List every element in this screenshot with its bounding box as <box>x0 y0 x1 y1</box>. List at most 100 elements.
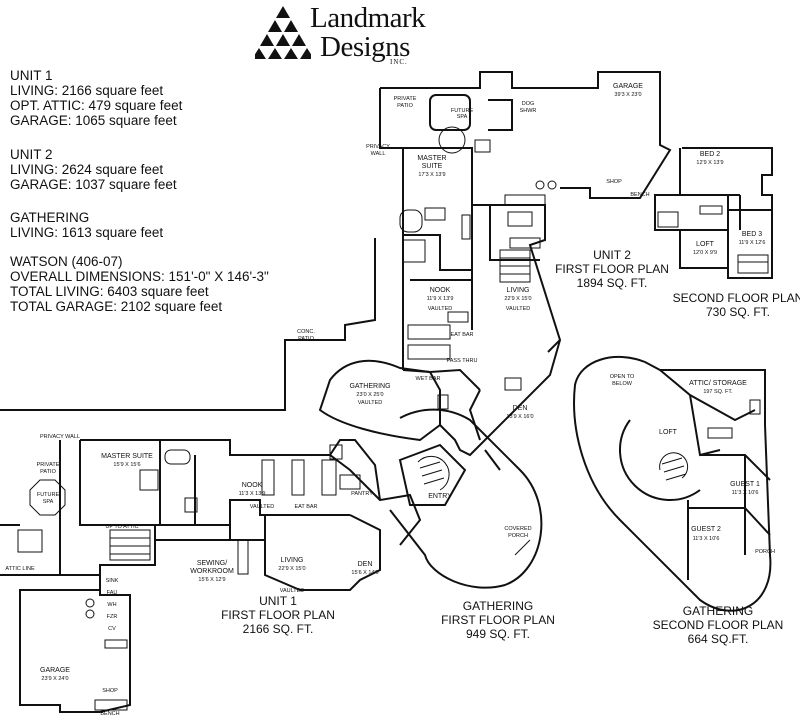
attic-storage-label: ATTIC/ STORAGE <box>689 380 747 387</box>
master-u2-label-2: SUITE <box>422 163 443 170</box>
gathering-room-label: GATHERING <box>349 383 390 390</box>
landmark-logo-icon <box>255 6 311 59</box>
plan-unit2-line3: 1894 SQ. FT. <box>577 276 648 290</box>
private-patio-left-1: PRIVATE <box>37 462 60 468</box>
master-u1-dims: 15'9 X 15'6 <box>113 462 140 468</box>
plan-unit1-line3: 2166 SQ. FT. <box>243 622 314 636</box>
plan-gathering1-line1: GATHERING <box>463 599 533 613</box>
unit2-info: UNIT 2 LIVING: 2624 square feet GARAGE: … <box>10 147 177 192</box>
nook-u1-vaulted: VAULTED <box>250 504 275 510</box>
eat-bar-u2-label: EAT BAR <box>450 332 473 338</box>
living-u1-vaulted: VAULTED <box>280 588 305 594</box>
open-below-1: OPEN TO <box>610 374 635 380</box>
unit1-title: UNIT 1 <box>10 68 53 83</box>
garage-u2-label: GARAGE <box>613 83 643 90</box>
private-patio-left-2: PATIO <box>40 469 56 475</box>
living-u2-label: LIVING <box>507 287 530 294</box>
gathering-room-dims: 23'0 X 25'0 <box>356 392 383 398</box>
conc-patio-1: CONC. <box>297 329 315 335</box>
unit2-title: UNIT 2 <box>10 147 53 162</box>
watson-total-garage: TOTAL GARAGE: 2102 square feet <box>10 299 223 314</box>
utility-fau: FAU <box>107 590 118 596</box>
brand-line-2: Designs <box>320 31 410 63</box>
private-patio-top-1: PRIVATE <box>394 96 417 102</box>
guest1-label: GUEST 1 <box>730 481 760 488</box>
conc-patio-2: PATIO <box>298 336 314 342</box>
up-to-attic-label: UP TO ATTIC <box>105 524 138 530</box>
plan-unit2-line2: FIRST FLOOR PLAN <box>555 262 669 276</box>
nook-u2-vaulted: VAULTED <box>428 306 453 312</box>
gathering-info: GATHERING LIVING: 1613 square feet <box>10 210 163 240</box>
open-below-2: BELOW <box>612 381 633 387</box>
den-u1-dims: 15'6 X 14'6 <box>351 570 378 576</box>
bed3-dims: 11'9 X 12'6 <box>739 240 766 246</box>
unit2-second-floor-fixtures <box>657 205 769 274</box>
utility-cv: CV <box>108 626 116 632</box>
garage-u2-dims: 39'3 X 23'0 <box>614 92 641 98</box>
bench-u2-label: BENCH <box>630 192 649 198</box>
master-u1-label: MASTER SUITE <box>101 453 153 460</box>
loft-u2-label: LOFT <box>696 241 715 248</box>
dog-shwr-2: SHWR <box>520 108 537 114</box>
plan-gathering1-line2: FIRST FLOOR PLAN <box>441 613 555 627</box>
attic-line-label: ATTIC LINE <box>5 566 35 572</box>
plan-unit1-line2: FIRST FLOOR PLAN <box>221 608 335 622</box>
bed2-label: BED 2 <box>700 151 720 158</box>
sewing-label-2: WORKROOM <box>190 568 234 575</box>
sewing-dims: 15'6 X 12'9 <box>198 577 225 583</box>
gathering-second-fixtures <box>659 399 761 481</box>
loft-gath-label: LOFT <box>659 429 678 436</box>
plan-titles: UNIT 1 FIRST FLOOR PLAN 2166 SQ. FT. GAT… <box>221 248 800 646</box>
nook-u2-dims: 11'9 X 13'9 <box>427 296 454 302</box>
plan-gathering2-line2: SECOND FLOOR PLAN <box>653 618 784 632</box>
unit2-walls <box>379 71 672 391</box>
privacy-wall-top-2: WALL <box>371 151 386 157</box>
loft-u2-dims: 12'0 X 9'9 <box>693 250 717 256</box>
watson-dimensions: OVERALL DIMENSIONS: 151'-0" X 146'-3" <box>10 269 269 284</box>
unit1-walls <box>0 238 422 713</box>
bed3-label: BED 3 <box>742 231 762 238</box>
guest2-label: GUEST 2 <box>691 526 721 533</box>
shop-u1-label: SHOP <box>102 688 118 694</box>
gathering-first-walls <box>318 339 561 589</box>
gathering-room-vaulted: VAULTED <box>358 400 383 406</box>
sewing-label-1: SEWING/ <box>197 560 227 567</box>
unit2-living: LIVING: 2624 square feet <box>10 162 164 177</box>
garage-u1-label: GARAGE <box>40 667 70 674</box>
utility-sink: SINK <box>106 578 119 584</box>
unit1-info: UNIT 1 LIVING: 2166 square feet OPT. ATT… <box>10 68 182 128</box>
plan-second-line1: SECOND FLOOR PLAN <box>673 291 800 305</box>
covered-porch-2: PORCH <box>508 533 528 539</box>
plan-gathering2-line3: 664 SQ.FT. <box>688 632 749 646</box>
living-u1-dims: 22'9 X 15'0 <box>278 566 305 572</box>
future-spa-top-2: SPA <box>457 114 468 120</box>
unit2-second-floor-walls <box>654 147 773 279</box>
den-gath-label: DEN <box>513 405 528 412</box>
unit1-living: LIVING: 2166 square feet <box>10 83 164 98</box>
unit1-attic: OPT. ATTIC: 479 square feet <box>10 98 183 113</box>
room-labels: GARAGE 39'3 X 23'0 PRIVATE PATIO FUTURE … <box>5 83 775 717</box>
entry-label: ENTRY <box>428 493 452 500</box>
nook-u1-label: NOOK <box>242 482 263 489</box>
future-spa-left-1: FUTURE <box>37 492 60 498</box>
watson-total-living: TOTAL LIVING: 6403 square feet <box>10 284 209 299</box>
unit2-fixtures <box>399 126 557 360</box>
bed2-dims: 12'9 X 13'9 <box>696 160 723 166</box>
gathering-second-walls <box>573 355 772 612</box>
gathering-living: LIVING: 1613 square feet <box>10 225 164 240</box>
pass-thru-label: PASS THRU <box>447 358 478 364</box>
guest2-dims: 11'3 X 10'6 <box>693 536 720 542</box>
brand-line-3: INC. <box>390 58 408 66</box>
den-u1-label: DEN <box>358 561 373 568</box>
privacy-wall-top-1: PRIVACY <box>366 144 390 150</box>
living-u2-vaulted: VAULTED <box>506 306 531 312</box>
private-patio-top-2: PATIO <box>397 103 413 109</box>
unit2-garage: GARAGE: 1037 square feet <box>10 177 177 192</box>
nook-u1-dims: 11'3 X 13'9 <box>239 491 266 497</box>
plan-gathering2-line1: GATHERING <box>683 604 753 618</box>
future-spa-left-2: SPA <box>43 499 54 505</box>
privacy-wall-left-label: PRIVACY WALL <box>40 434 80 440</box>
pantry-u1-label: PANTRY <box>351 491 373 497</box>
utility-wh: WH <box>107 602 116 608</box>
